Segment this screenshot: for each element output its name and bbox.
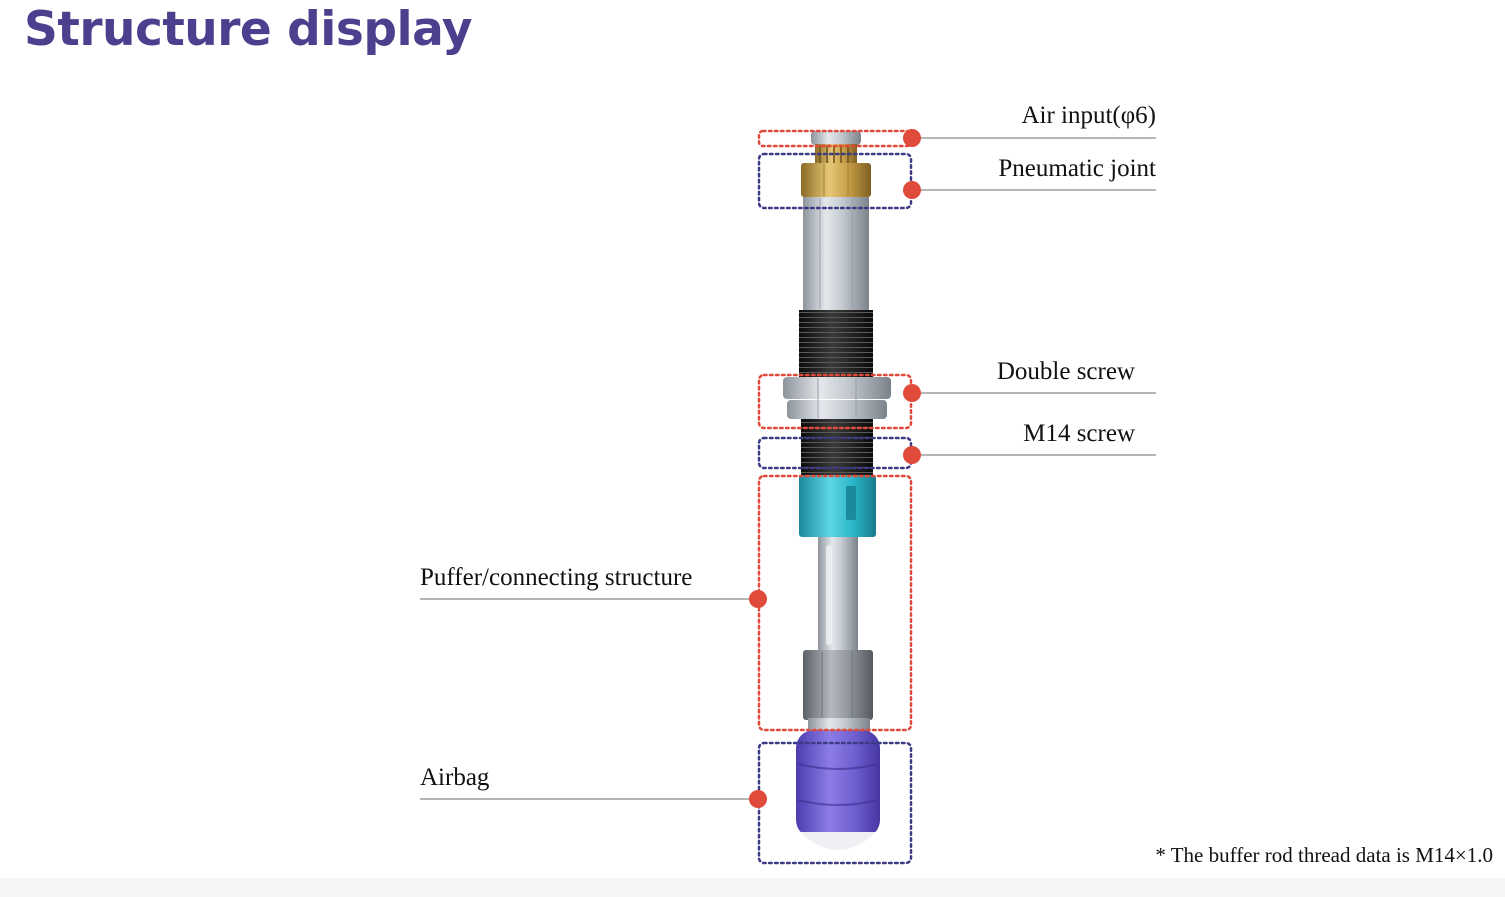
pneumatic-joint-marker bbox=[903, 181, 921, 199]
callout-label-air-input: Air input(φ6) bbox=[1021, 102, 1156, 129]
callout-label-m14-screw: M14 screw bbox=[1023, 420, 1135, 447]
bottom-strip bbox=[0, 878, 1505, 897]
double-screw-marker bbox=[903, 384, 921, 402]
callout-label-double-screw: Double screw bbox=[996, 358, 1135, 385]
air-input-marker bbox=[903, 129, 921, 147]
footnote: * The buffer rod thread data is M14×1.0 bbox=[1155, 843, 1493, 867]
airbag-marker bbox=[749, 790, 767, 808]
puffer-structure-marker bbox=[749, 590, 767, 608]
m14-screw-marker bbox=[903, 446, 921, 464]
buffer-rod-illustration bbox=[783, 131, 891, 850]
callout-label-airbag: Airbag bbox=[420, 764, 490, 791]
callout-label-puffer-structure: Puffer/connecting structure bbox=[420, 564, 693, 591]
callout-label-pneumatic-joint: Pneumatic joint bbox=[998, 155, 1156, 182]
page-title: Structure display bbox=[24, 2, 473, 57]
pneumatic-joint-box bbox=[757, 152, 913, 210]
airbag-box bbox=[757, 741, 913, 865]
